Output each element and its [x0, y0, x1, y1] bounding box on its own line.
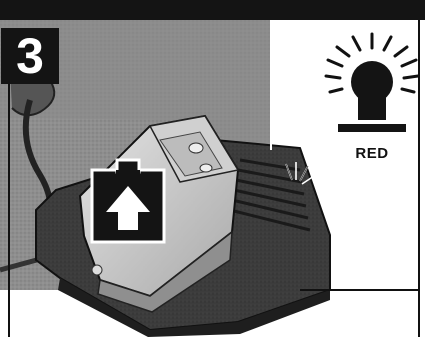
battery-up-arrow-icon	[90, 158, 166, 244]
indicator-light-bulb-icon	[324, 32, 420, 132]
step-number: 3	[1, 28, 59, 84]
led-color-label: RED	[355, 145, 389, 162]
top-band	[0, 0, 425, 20]
